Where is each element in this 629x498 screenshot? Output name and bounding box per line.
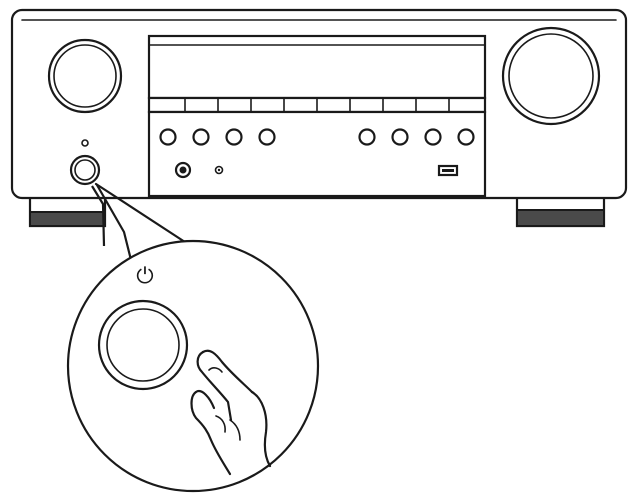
right-knob: [501, 26, 601, 126]
standby-led: [81, 139, 89, 147]
button-bar: [147, 96, 487, 114]
panel-button: [159, 128, 177, 146]
display-window: [147, 34, 487, 100]
panel-button: [457, 128, 475, 146]
panel-button: [225, 128, 243, 146]
power-symbol: ⏻: [136, 264, 153, 289]
panel-button: [391, 128, 409, 146]
panel-button: [424, 128, 442, 146]
panel-button: [258, 128, 276, 146]
panel-button: [192, 128, 210, 146]
panel-button: [358, 128, 376, 146]
lower-panel: [147, 110, 487, 198]
power-button-small[interactable]: [69, 154, 101, 186]
left-button-row: [159, 128, 276, 146]
usb-port: [437, 164, 459, 177]
hand-icon: [190, 349, 272, 476]
power-button-large[interactable]: [97, 299, 189, 391]
left-knob: [47, 38, 123, 114]
right-button-row: [358, 128, 475, 146]
headphone-jack: [174, 161, 192, 179]
mic-jack: [214, 165, 224, 175]
receiver-feet: [28, 194, 606, 228]
